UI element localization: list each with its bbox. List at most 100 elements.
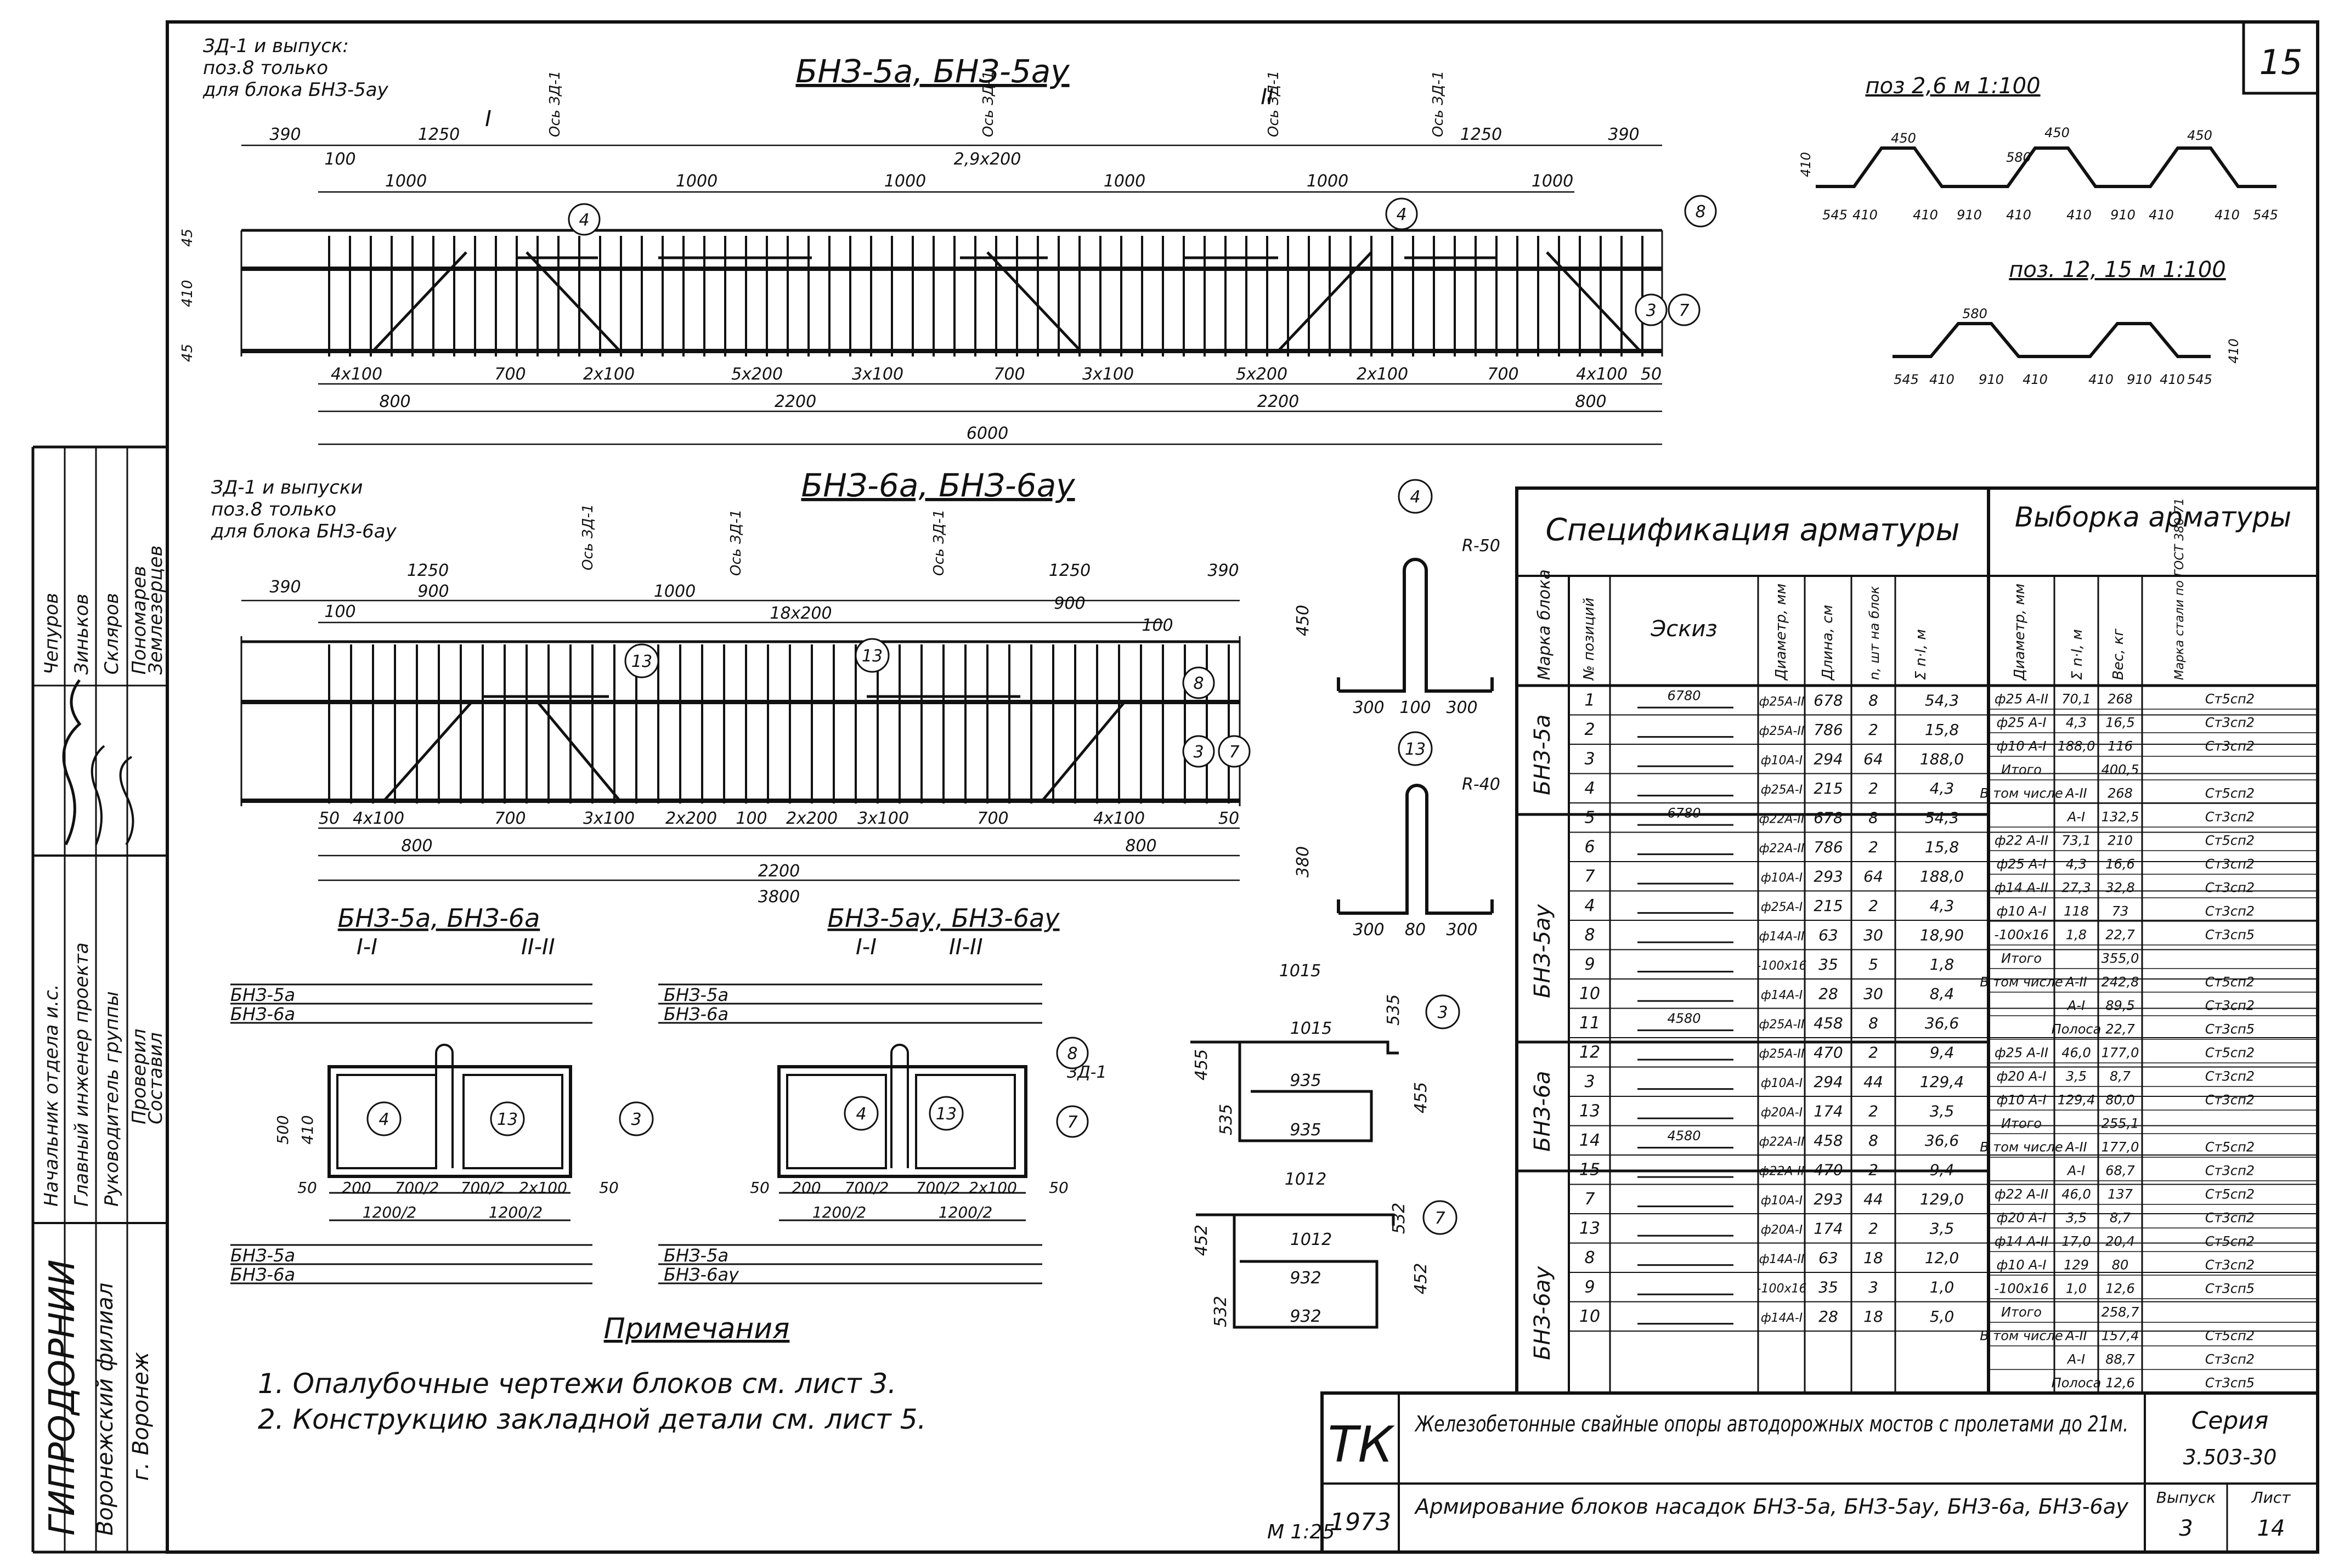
v2-dim-bottom: 50 bbox=[319, 809, 340, 828]
pos7-dim: 452 bbox=[1192, 1225, 1211, 1256]
vyborka-cell-diameter: ф10 А-I bbox=[1997, 1257, 2047, 1272]
vyborka-cell-diameter: В том числе bbox=[1980, 974, 2063, 989]
vyborka-cell-diameter: ф25 А-I bbox=[1997, 856, 2047, 871]
pos3-dim: 935 bbox=[1290, 1071, 1321, 1090]
spec-cell-length: 215 bbox=[1814, 897, 1843, 915]
vyborka-cell-steel: Ст3сп2 bbox=[2205, 856, 2255, 871]
vyborka-cell-weight: 242,8 bbox=[2102, 974, 2139, 989]
vyborka-cell-weight: 268 bbox=[2108, 785, 2133, 801]
vyborka-cell-weight: 20,4 bbox=[2105, 1233, 2134, 1249]
view2-note-line: поз.8 только bbox=[211, 499, 336, 520]
vyborka-cell-diameter: Итого bbox=[2001, 1304, 2042, 1320]
vyborka-cell-length: 4,3 bbox=[2066, 715, 2087, 730]
vyborka-cell-weight: 210 bbox=[2108, 833, 2133, 848]
note-item: 2. Конструкцию закладной детали см. лист… bbox=[258, 1403, 926, 1435]
v2-callout: 13 bbox=[631, 652, 652, 671]
profile-a-dim: 545 bbox=[1822, 207, 1848, 223]
vyborka-title: Выборка арматуры bbox=[2015, 501, 2291, 533]
signature-mark bbox=[119, 756, 134, 846]
profile-a-dim: 410 bbox=[1913, 207, 1938, 223]
pos7-callout: 7 bbox=[1434, 1209, 1445, 1228]
signature-mark bbox=[91, 745, 105, 845]
pos4-callout: 4 bbox=[1410, 488, 1420, 507]
vyborka-cell-length: А-I bbox=[2066, 998, 2085, 1013]
pos13-shape bbox=[1338, 784, 1492, 915]
spec-cell-position: 12 bbox=[1579, 1043, 1600, 1062]
spec-cell-total: 36,6 bbox=[1925, 1014, 1959, 1032]
vyborka-cell-steel: Ст3сп2 bbox=[2205, 1163, 2255, 1178]
spec-cell-count: 8 bbox=[1868, 1014, 1878, 1032]
vyborka-cell-weight: 89,5 bbox=[2105, 998, 2134, 1013]
sec-l-dim: 1200/2 bbox=[363, 1203, 417, 1221]
spec-table bbox=[1515, 486, 2319, 1395]
v1-dim-bottom: 700 bbox=[1487, 365, 1518, 384]
spec-cell-count: 3 bbox=[1868, 1278, 1878, 1296]
profile-b-dim: 410 bbox=[2160, 372, 2185, 387]
sections-left-title: БНЗ-5а, БНЗ-6а bbox=[338, 903, 540, 933]
vyborka-cell-weight: 258,7 bbox=[2102, 1304, 2139, 1320]
sections-right: БНЗ-5ау, БНЗ-6ау I-I II-II БНЗ-5а БНЗ-6а… bbox=[658, 903, 1107, 1285]
vyborka-header: Марка стали по ГОСТ 380-71 bbox=[2173, 498, 2187, 680]
profile-a-dim: 410 bbox=[2006, 207, 2031, 223]
vyborka-cell-weight: 22,7 bbox=[2105, 927, 2135, 942]
spec-cell-diameter: ф22А-II bbox=[1759, 1135, 1805, 1149]
spec-cell-count: 44 bbox=[1863, 1073, 1883, 1091]
vyborka-cell-length: 3,5 bbox=[2066, 1210, 2087, 1225]
spec-cell-count: 18 bbox=[1863, 1249, 1883, 1267]
signature-mark bbox=[62, 679, 82, 846]
pos3-shape bbox=[1190, 1040, 1399, 1142]
pos4-dim: 450 bbox=[1293, 605, 1313, 636]
details bbox=[1190, 479, 1494, 1329]
pos4-radius: R-50 bbox=[1462, 536, 1500, 556]
v1-dim-top: 390 bbox=[1608, 125, 1639, 144]
profile-b-dim: 410 bbox=[2088, 372, 2114, 387]
vyborka-cell-steel: Ст3сп2 bbox=[2205, 1257, 2255, 1272]
sec-l-dim: 200 bbox=[342, 1179, 371, 1197]
pos3-dim: 535 bbox=[1217, 1104, 1236, 1135]
vyborka-cell-length: А-I bbox=[2066, 1163, 2085, 1178]
vyborka-cell-steel: Ст3сп2 bbox=[2205, 880, 2255, 895]
stamp-city: г. Воронеж bbox=[128, 1352, 154, 1481]
v2-dim-bottom: 700 bbox=[977, 809, 1008, 828]
vyborka-cell-weight: 16,6 bbox=[2105, 856, 2134, 871]
v1-dim-bottom: 700 bbox=[494, 365, 526, 384]
spec-cell-total: 36,6 bbox=[1925, 1131, 1959, 1150]
spec-cell-length: 293 bbox=[1814, 1190, 1843, 1208]
v2-axis-label: Ось ЗД-1 bbox=[931, 510, 947, 576]
block-name: БНЗ-6ау bbox=[1530, 1265, 1555, 1360]
profile-b-dim: 410 bbox=[1929, 372, 1954, 387]
stamp-org: ГИПРОДОРНИИ bbox=[42, 1260, 83, 1536]
spec-header: Эскиз bbox=[1650, 616, 1717, 642]
spec-cell-position: 9 bbox=[1584, 955, 1595, 974]
v2-dim-bottom: 3х100 bbox=[857, 809, 909, 828]
section-row-label: БНЗ-5а bbox=[664, 984, 728, 1005]
section-row-label: БНЗ-5а bbox=[664, 1245, 728, 1266]
profile-a-dim: 910 bbox=[1957, 207, 1982, 223]
section-row-label: БНЗ-5а bbox=[230, 984, 295, 1005]
vyborka-cell-length: А-I bbox=[2066, 809, 2085, 824]
spec-cell-length: 458 bbox=[1814, 1131, 1843, 1150]
vyborka-cell-weight: 8,7 bbox=[2110, 1068, 2131, 1084]
section-row-label: БНЗ-6а bbox=[230, 1004, 295, 1024]
sec-r-dim: 200 bbox=[792, 1179, 821, 1197]
spec-headers: Спецификация арматуры Выборка арматуры М… bbox=[1530, 498, 2291, 1360]
sec-l-callout: 13 bbox=[497, 1110, 518, 1129]
spec-cell-length: 294 bbox=[1814, 750, 1843, 768]
spec-cell-position: 9 bbox=[1584, 1277, 1595, 1297]
section-row-label: БНЗ-6ау bbox=[664, 1264, 739, 1285]
block-name: БНЗ-5а bbox=[1530, 714, 1555, 795]
vyborka-cell-steel: Ст5сп2 bbox=[2205, 974, 2255, 989]
v2-axis-label: Ось ЗД-1 bbox=[580, 504, 596, 570]
sheet-label: Лист bbox=[2251, 1488, 2291, 1507]
pos7-dim: 532 bbox=[1211, 1296, 1230, 1327]
v2-dim-mid: 900 bbox=[1054, 594, 1085, 613]
spec-cell-length: 28 bbox=[1818, 984, 1838, 1003]
spec-cell-diameter: ф25А-II bbox=[1759, 1018, 1805, 1032]
notes-title: Примечания bbox=[604, 1312, 790, 1345]
v1-dim-total: 2200 bbox=[775, 392, 816, 411]
stamp-role-3: Руководитель группы bbox=[101, 991, 123, 1207]
spec-header: Диаметр, мм bbox=[1773, 584, 1789, 681]
vyborka-cell-diameter: ф20 А-I bbox=[1997, 1068, 2047, 1084]
vyborka-cell-weight: 355,0 bbox=[2102, 950, 2139, 966]
spec-cell-length: 458 bbox=[1814, 1014, 1843, 1032]
